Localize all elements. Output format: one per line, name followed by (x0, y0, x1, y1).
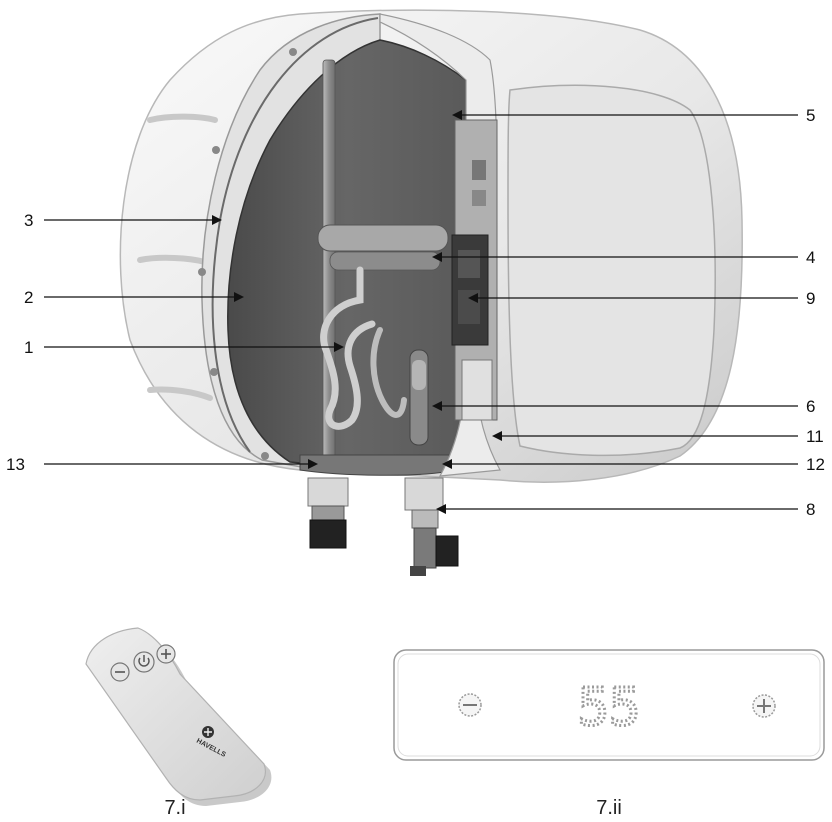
flange-screw (212, 146, 220, 154)
arrowhead-8 (436, 504, 446, 514)
arrowhead-3 (212, 215, 222, 225)
arrowhead-11 (492, 431, 502, 441)
temperature-display: 55 (578, 678, 641, 738)
callout-label-4: 4 (806, 248, 815, 267)
callout-label-2: 2 (24, 288, 33, 307)
arrowhead-4 (432, 252, 442, 262)
callout-label-8: 8 (806, 500, 815, 519)
callout-label-5: 5 (806, 106, 815, 125)
callout-label-1: 1 (24, 338, 33, 357)
sensor-tip (412, 360, 426, 390)
remote-body (85, 627, 266, 801)
callout-label-3: 3 (24, 211, 33, 230)
arrowhead-13 (308, 459, 318, 469)
arrowhead-1 (334, 342, 344, 352)
control-panel: 55 (393, 649, 825, 761)
arrowhead-2 (234, 292, 244, 302)
shell-rib-2 (137, 254, 208, 265)
small-switch (472, 160, 486, 180)
right-recess (507, 84, 716, 457)
pcb-component (458, 250, 480, 278)
horizontal-pipe-lower (329, 251, 441, 271)
horizontal-pipe (317, 224, 449, 252)
flange-screw (289, 48, 297, 56)
callout-leaders (44, 110, 798, 514)
panel-frame (393, 649, 825, 761)
caption-remote: 7.i (164, 797, 185, 819)
callout-label-12: 12 (806, 455, 825, 474)
outlet-pipe-left (307, 477, 349, 549)
panel-inner-edge (397, 653, 821, 757)
module-box (461, 359, 493, 421)
remote-control: HAVELLS (85, 627, 272, 806)
caption-control-panel: 7.ii (596, 797, 622, 819)
shell-rib-3 (147, 386, 213, 401)
flange-screw (210, 368, 218, 376)
callout-label-13: 13 (6, 455, 25, 474)
arrowhead-5 (452, 110, 462, 120)
inlet-pipe-right (404, 477, 459, 576)
havells-logo-icon (202, 726, 214, 738)
arrowhead-6 (432, 401, 442, 411)
shell-rib-1 (147, 113, 218, 123)
remote-minus-button[interactable] (110, 662, 130, 682)
heating-element-2 (370, 327, 407, 418)
remote-power-button[interactable] (133, 651, 155, 673)
heating-element (320, 266, 376, 430)
panel-plus-button[interactable] (752, 694, 776, 718)
flange-screw (261, 452, 269, 460)
callout-label-6: 6 (806, 397, 815, 416)
panel-minus-button[interactable] (458, 693, 482, 717)
callout-labels: 3 2 1 13 5 4 9 6 11 12 8 (6, 106, 825, 519)
heater-body (119, 9, 743, 576)
tank-base (299, 454, 456, 476)
arrowhead-9 (468, 293, 478, 303)
callout-label-11: 11 (806, 427, 824, 446)
arrowhead-12 (442, 459, 452, 469)
flange-screw (198, 268, 206, 276)
small-switch (472, 190, 486, 206)
remote-plus-button[interactable] (156, 644, 176, 664)
callout-label-9: 9 (806, 289, 815, 308)
